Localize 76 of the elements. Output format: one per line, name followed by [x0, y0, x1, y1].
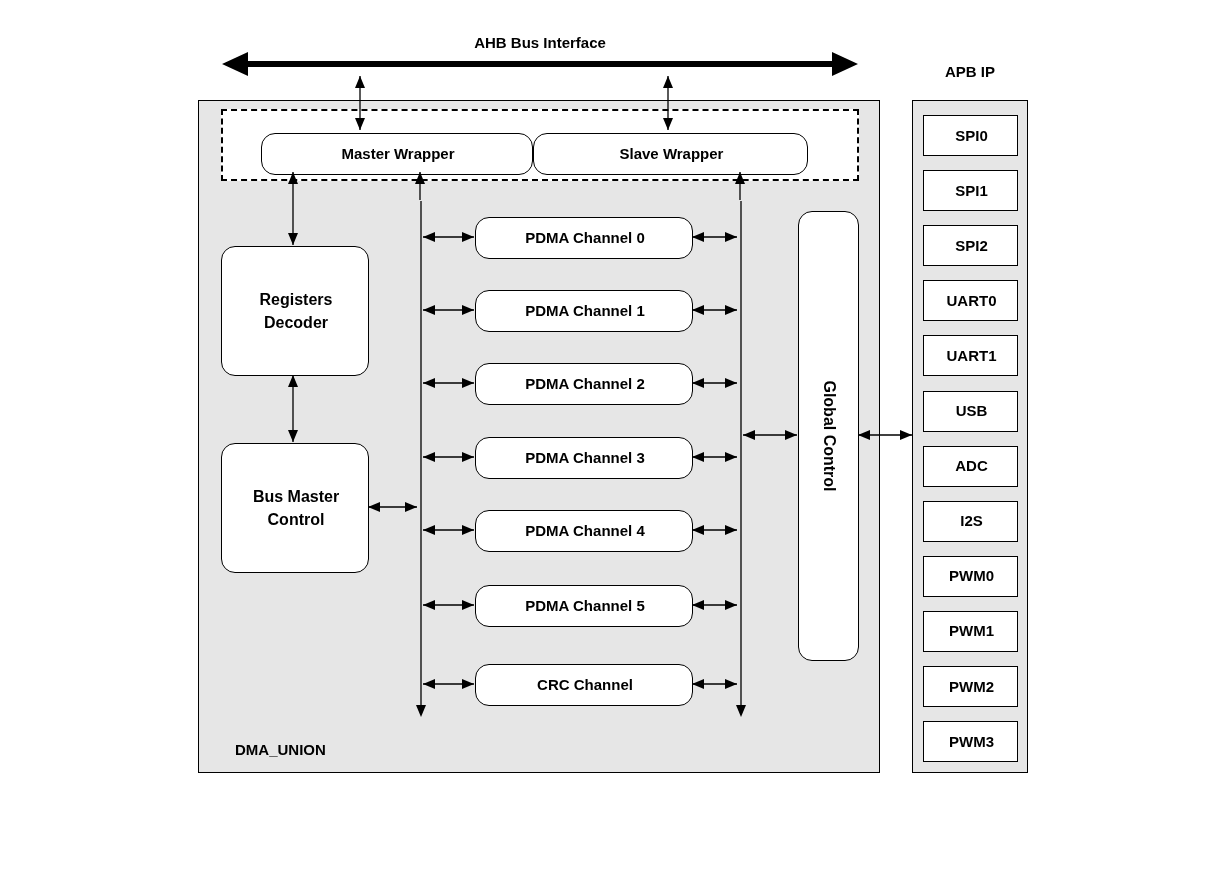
block-label: PWM0: [948, 566, 995, 587]
block-label: ADC: [954, 456, 989, 477]
arrow: [663, 75, 673, 131]
peripheral-box: [923, 555, 1018, 597]
peripheral-box: [923, 666, 1018, 707]
arrow: [691, 378, 738, 388]
arrow: [422, 452, 475, 462]
arrow: [422, 305, 475, 315]
peripheral-box: [923, 280, 1018, 322]
rounded-block: [533, 133, 808, 175]
arrow: [415, 171, 425, 201]
block-label: PDMA Channel 5: [524, 596, 646, 617]
block-label: USB: [954, 401, 989, 422]
peripheral-box: [923, 170, 1018, 212]
block-label: SPI1: [954, 180, 989, 201]
peripheral-box: [923, 390, 1018, 432]
arrow: [691, 600, 738, 610]
block-label: Registers Decoder: [258, 289, 334, 333]
arrow: [422, 600, 475, 610]
block-label: PWM2: [948, 676, 995, 697]
arrow: [422, 378, 475, 388]
block-label: SPI0: [954, 125, 989, 146]
block-label: Slave Wrapper: [618, 144, 725, 165]
arrow: [691, 452, 738, 462]
block-title: DMA_UNION: [235, 741, 326, 758]
arrow: [288, 374, 298, 443]
rounded-block: [475, 510, 693, 552]
arrow: [691, 525, 738, 535]
peripheral-box: [923, 610, 1018, 652]
arrow: [691, 679, 738, 689]
panel-title: APB IP: [945, 63, 995, 80]
peripheral-box: [923, 115, 1018, 156]
block-label: PDMA Channel 2: [524, 374, 646, 395]
rounded-block: [798, 211, 859, 661]
rounded-block: [475, 290, 693, 332]
rounded-block: [221, 246, 369, 376]
arrow: [422, 525, 475, 535]
block-label: PWM1: [948, 621, 995, 642]
peripheral-box: [923, 500, 1018, 542]
dma-union-block: [198, 100, 880, 773]
block-label: PDMA Channel 3: [524, 448, 646, 469]
arrow: [691, 305, 738, 315]
rounded-block: [261, 133, 533, 175]
peripheral-box: [923, 225, 1018, 267]
peripheral-box: [923, 721, 1018, 763]
block-label: Bus Master Control: [251, 486, 341, 530]
rounded-block: [475, 664, 693, 706]
bus-label: AHB Bus Interface: [474, 34, 606, 51]
rounded-block: [221, 443, 369, 573]
rounded-block: [475, 437, 693, 479]
block-label: PWM3: [948, 731, 995, 752]
dashed-group-frame: [221, 109, 859, 181]
block-label: PDMA Channel 4: [524, 521, 646, 542]
peripheral-box: [923, 335, 1018, 377]
rounded-block: [475, 363, 693, 405]
arrow: [691, 232, 738, 242]
arrow: [742, 430, 798, 440]
block-label: PDMA Channel 0: [524, 228, 646, 249]
block-label: I2S: [959, 511, 984, 532]
arrow: [355, 75, 365, 131]
peripheral-box: [923, 445, 1018, 487]
arrow: [367, 502, 418, 512]
block-label: PDMA Channel 1: [524, 301, 646, 322]
block-label: UART0: [945, 290, 998, 311]
arrow: [735, 171, 745, 201]
rounded-block: [475, 217, 693, 259]
arrow: [422, 232, 475, 242]
arrow: [422, 679, 475, 689]
block-label: CRC Channel: [536, 675, 634, 696]
block-label: Master Wrapper: [340, 144, 456, 165]
arrow: [857, 430, 913, 440]
block-label: Global Control: [819, 380, 838, 492]
block-label: SPI2: [954, 235, 989, 256]
rounded-block: [475, 585, 693, 627]
block-label: UART1: [945, 346, 998, 366]
arrow: [288, 171, 298, 246]
